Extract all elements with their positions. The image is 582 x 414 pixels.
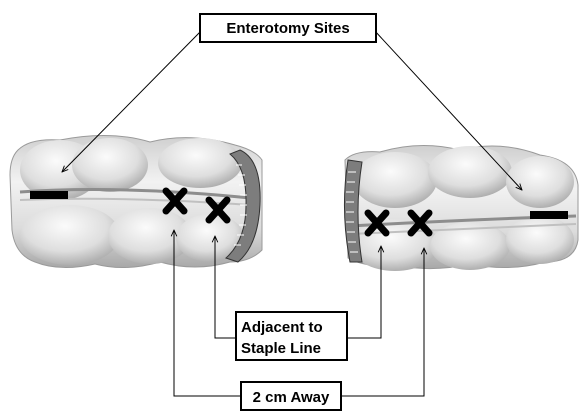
enterotomy-sites-label: Enterotomy Sites (199, 13, 377, 43)
two-cm-away-text: 2 cm Away (253, 389, 330, 406)
adjacent-line-1: Adjacent to (241, 317, 346, 338)
adjacent-line-2: Staple Line (241, 338, 346, 359)
two-cm-away-label: 2 cm Away (240, 381, 342, 411)
enterotomy-sites-text: Enterotomy Sites (226, 20, 349, 37)
right-bowel-segment (344, 145, 578, 271)
left-minus-mark (30, 191, 68, 199)
right-minus-mark (530, 211, 568, 219)
adjacent-staple-line-label: Adjacent to Staple Line (235, 311, 348, 361)
arrow-2cm-right (341, 248, 424, 396)
